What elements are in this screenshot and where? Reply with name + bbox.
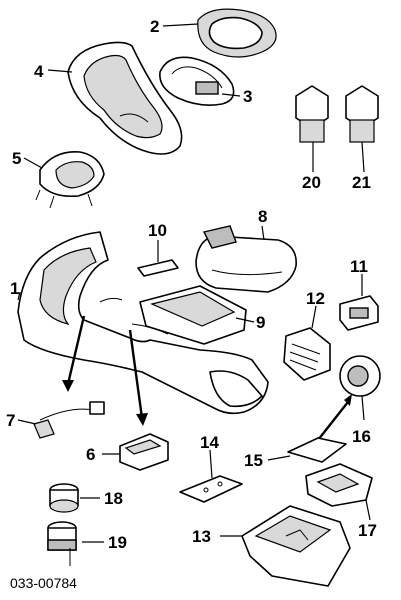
callout-21: 21 xyxy=(352,173,371,192)
callout-14: 14 xyxy=(200,433,219,452)
part-7-wiring-harness xyxy=(33,401,105,439)
part-17-pocket xyxy=(305,463,373,507)
leader-2 xyxy=(162,23,199,27)
leader-7 xyxy=(17,419,37,425)
callout-16: 16 xyxy=(352,427,371,446)
part-13-tray xyxy=(241,505,351,587)
leader-4 xyxy=(47,69,73,73)
arrow-to-16-head xyxy=(344,394,352,406)
leader-17 xyxy=(365,499,371,521)
part-9-storage-tray xyxy=(139,285,247,345)
leader-16 xyxy=(361,395,365,421)
arrow-to-7 xyxy=(66,315,86,385)
callout-12: 12 xyxy=(306,289,325,308)
leader-5 xyxy=(23,157,43,169)
leader-8 xyxy=(261,225,265,241)
callout-1: 1 xyxy=(10,279,19,298)
part-11-switch xyxy=(339,295,379,331)
part-14-bracket xyxy=(179,475,243,503)
part-10-switch-panel xyxy=(137,259,179,277)
arrow-to-7-head xyxy=(62,380,74,392)
callout-4: 4 xyxy=(34,62,44,81)
callout-20: 20 xyxy=(302,173,321,192)
callout-8: 8 xyxy=(258,207,267,226)
callout-18: 18 xyxy=(104,489,123,508)
callout-2: 2 xyxy=(150,17,159,36)
callout-7: 7 xyxy=(6,411,15,430)
part-4-console-panel xyxy=(67,41,183,155)
arrow-to-6-head xyxy=(136,413,148,426)
callout-9: 9 xyxy=(256,313,265,332)
part-5-shifter-assembly xyxy=(35,151,105,209)
part-16-knob xyxy=(339,355,381,397)
callout-11: 11 xyxy=(350,257,368,276)
part-3-shift-plate xyxy=(159,56,235,106)
part-8-armrest-lid xyxy=(195,225,297,293)
leader-3 xyxy=(221,93,241,97)
part-18-socket xyxy=(49,483,79,513)
part-12-vent xyxy=(283,327,331,381)
leader-21 xyxy=(361,141,365,173)
leader-9 xyxy=(235,317,255,323)
part-15-plate xyxy=(287,437,347,463)
part-6-switch xyxy=(119,433,169,471)
callout-6: 6 xyxy=(86,445,95,464)
arrow-to-16 xyxy=(317,401,349,441)
leader-12 xyxy=(311,305,317,329)
callout-10: 10 xyxy=(148,221,167,240)
callout-13: 13 xyxy=(192,527,211,546)
callout-19: 19 xyxy=(108,533,127,552)
part-20-switch xyxy=(295,85,329,143)
leader-15 xyxy=(267,455,291,461)
leader-1 xyxy=(17,291,21,301)
callout-5: 5 xyxy=(12,149,21,168)
callout-17: 17 xyxy=(358,521,377,540)
callout-15: 15 xyxy=(244,451,263,470)
callout-3: 3 xyxy=(243,87,252,106)
diagram-code: 033-00784 xyxy=(10,575,77,591)
part-2-bezel-trim xyxy=(197,8,277,58)
arrow-to-6 xyxy=(128,329,144,419)
part-19-socket-holder xyxy=(47,521,77,566)
part-21-switch xyxy=(345,85,379,143)
leader-14 xyxy=(209,449,213,479)
